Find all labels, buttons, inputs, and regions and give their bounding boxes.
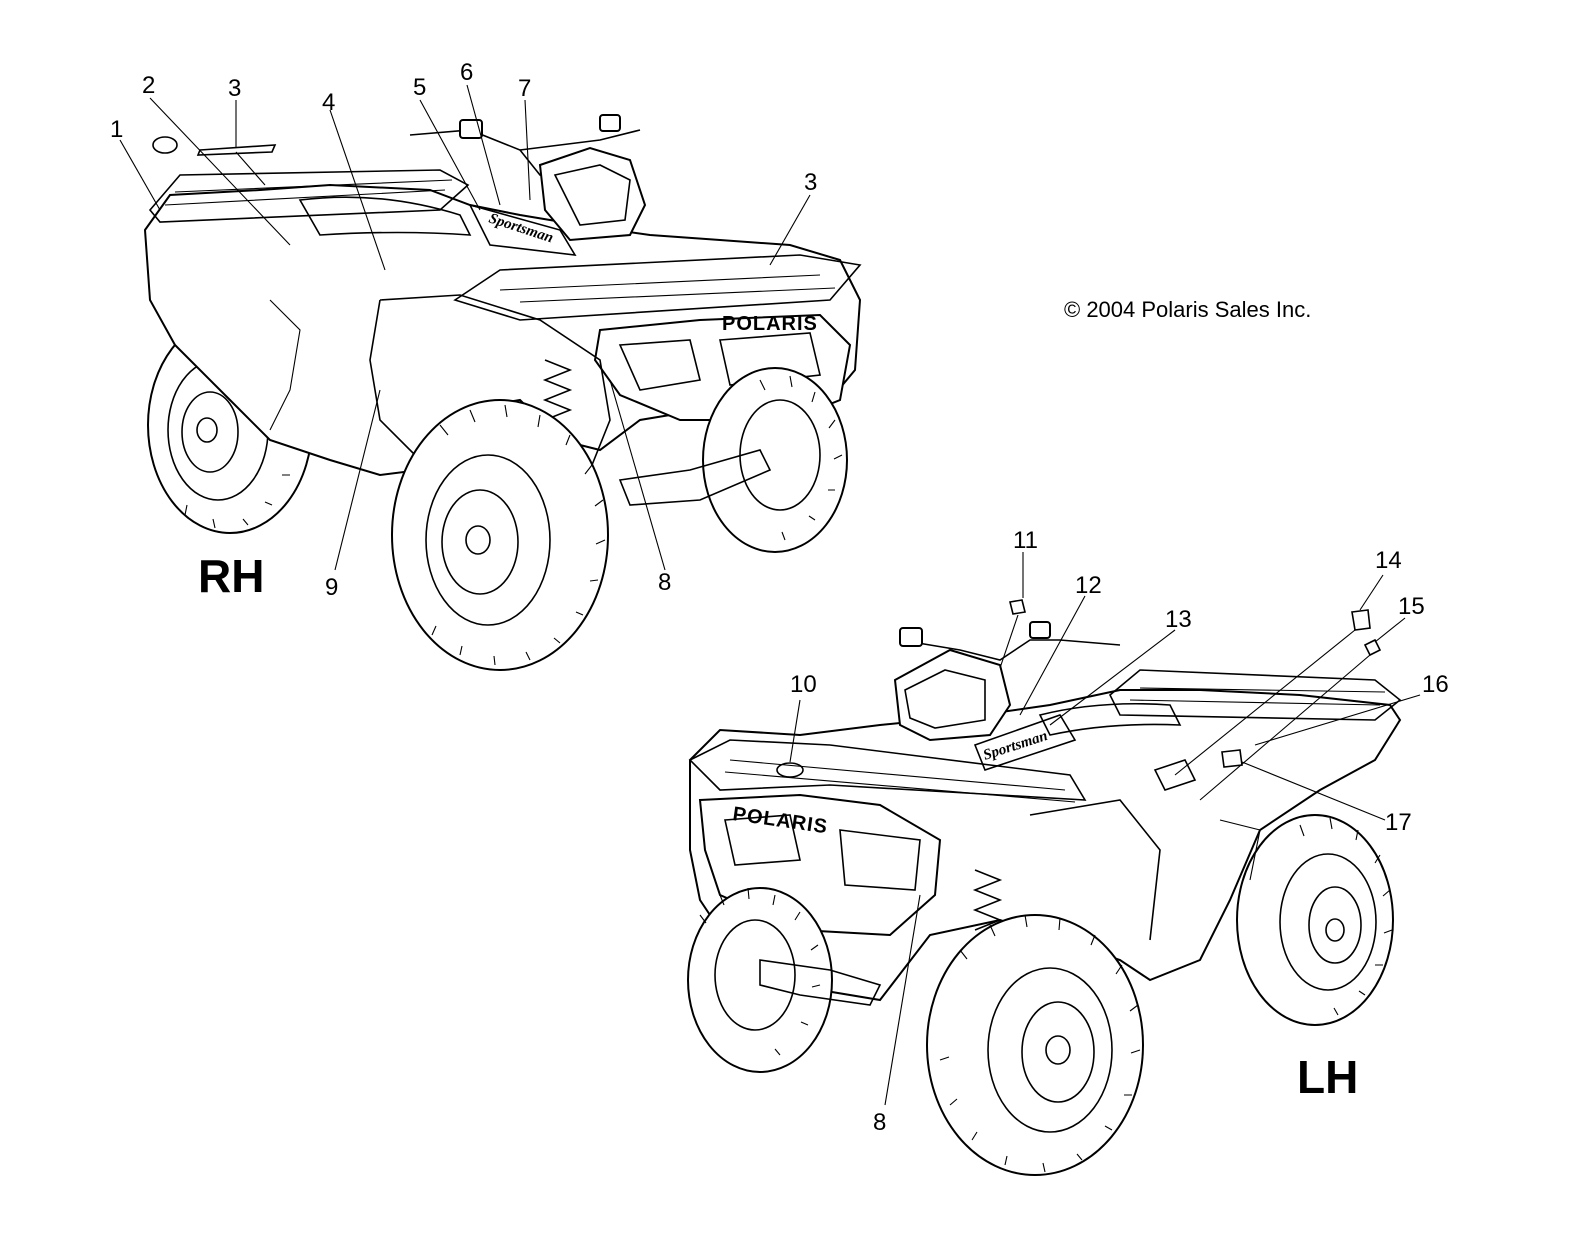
callout-8: 8: [658, 569, 671, 596]
lh-view-label: LH: [1297, 1051, 1358, 1103]
rh-leaders: [119, 84, 811, 571]
callout-17: 17: [1385, 809, 1412, 836]
callout-4: 4: [322, 89, 335, 116]
callout-3: 3: [228, 75, 241, 102]
callout-7: 7: [518, 75, 531, 102]
callout-8-lh: 8: [873, 1109, 886, 1136]
rh-rack-logo: POLARIS: [722, 313, 818, 335]
callout-15: 15: [1398, 593, 1425, 620]
callout-14: 14: [1375, 547, 1402, 574]
rh-view-label: RH: [198, 550, 264, 602]
lh-front-wheel: [926, 914, 1144, 1176]
callout-3-front: 3: [804, 169, 817, 196]
callout-6: 6: [460, 59, 473, 86]
lh-callouts: 11 12 13 14 15 10 16 17 8: [790, 527, 1449, 1136]
callout-9: 9: [325, 574, 338, 601]
callout-2: 2: [142, 72, 155, 99]
rh-right-front-wheel: [702, 367, 848, 553]
callout-16: 16: [1422, 671, 1449, 698]
callout-5: 5: [413, 74, 426, 101]
callout-12: 12: [1075, 572, 1102, 599]
lh-atv-illustration: Sportsman POLARIS: [687, 599, 1402, 1176]
rh-atv-illustration: Sportsman POLARIS: [143, 114, 862, 671]
lh-leaders: [789, 552, 1421, 1106]
callout-13: 13: [1165, 606, 1192, 633]
callout-1: 1: [110, 116, 123, 143]
rh-callouts: 1 2 3 4 5 6 7 3 9 8: [110, 59, 817, 601]
rh-front-wheel: [391, 399, 609, 671]
callout-11: 11: [1013, 527, 1038, 554]
callout-10: 10: [790, 671, 817, 698]
lh-rear-wheel: [1236, 814, 1394, 1026]
copyright-notice: © 2004 Polaris Sales Inc.: [1064, 297, 1311, 322]
